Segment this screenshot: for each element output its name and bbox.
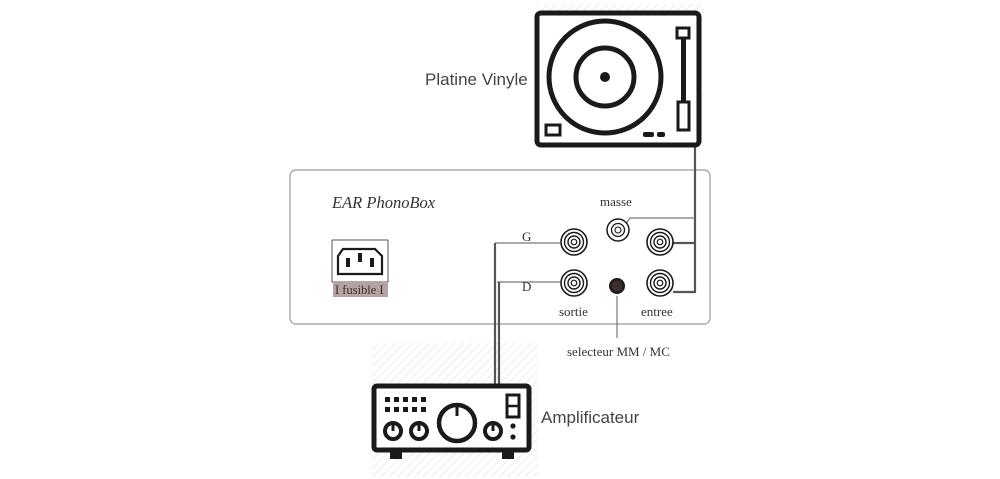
turntable-label: Platine Vinyle [425,70,528,89]
selector-switch-icon [609,278,625,294]
channel-right-label: D [522,279,531,294]
input-label: entree [641,304,673,319]
output-jack-left [560,228,588,256]
fuse-label: I fusible I [335,283,384,297]
turntable-icon [534,10,702,148]
output-label: sortie [559,304,588,319]
phonobox-title: EAR PhonoBox [331,193,436,212]
fuse-label-background [333,282,388,297]
channel-left-label: G [522,229,531,244]
input-jack-right [646,269,674,297]
turntable-cable-right [673,140,697,294]
output-jack-right [560,269,588,297]
selector-label: selecteur MM / MC [567,344,670,359]
input-jack-left [646,228,674,256]
amplifier-icon [371,383,532,459]
ground-terminal-icon [606,218,630,242]
power-socket-icon [331,239,389,283]
amplifier-label: Amplificateur [541,408,640,427]
ground-label: masse [600,194,632,209]
